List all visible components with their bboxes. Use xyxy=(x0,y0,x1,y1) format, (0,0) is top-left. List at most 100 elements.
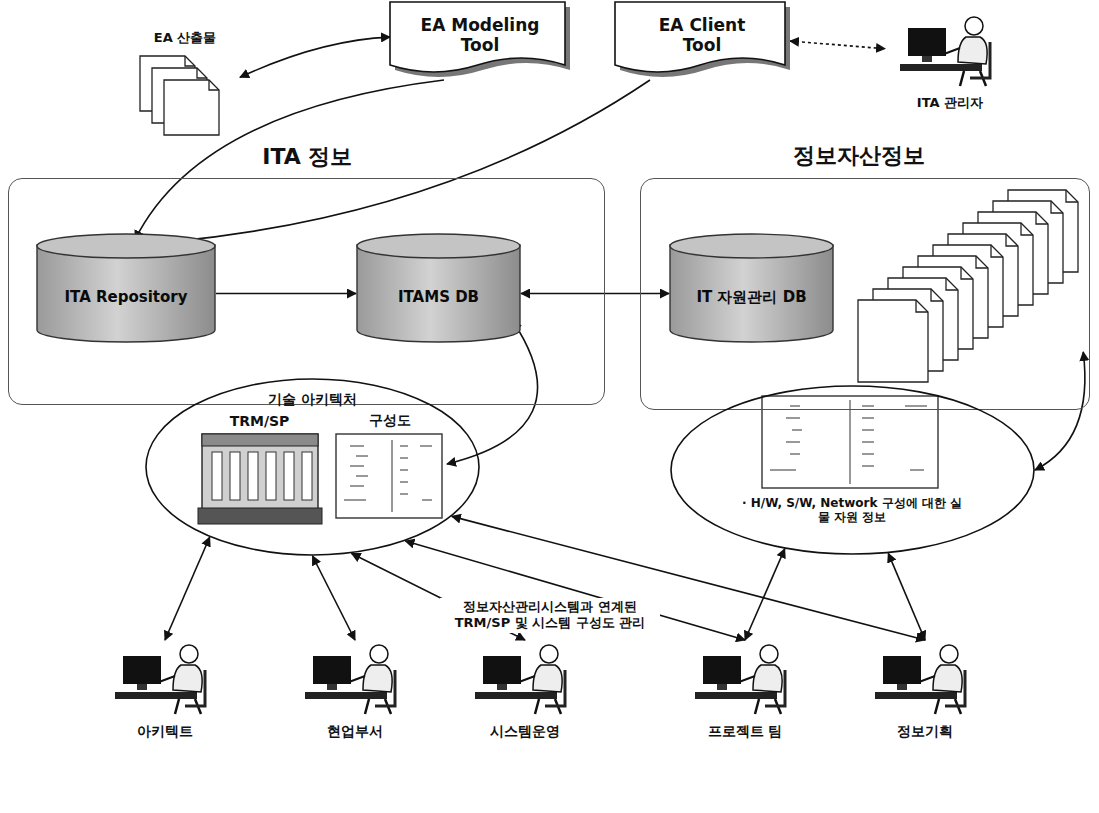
database-cylinder: IT 자원관리 DB xyxy=(669,233,834,343)
connector xyxy=(313,556,356,640)
connector xyxy=(216,293,356,295)
node-label: ITA 정보 xyxy=(207,141,407,173)
shape-part xyxy=(970,42,990,78)
person-figure xyxy=(475,645,565,714)
node-label: · H/W, S/W, Network 구성에 대한 실물 자원 정보 xyxy=(737,491,967,529)
shape-part xyxy=(540,645,558,663)
node-label: 프로젝트 팀 xyxy=(680,720,810,742)
node-label: ITA 관리자 xyxy=(885,92,1015,114)
shape-part xyxy=(37,234,215,258)
connector xyxy=(171,80,650,242)
shape-part xyxy=(390,2,565,72)
node-label: EA Modeling Tool xyxy=(420,10,540,60)
shape-part xyxy=(115,692,197,699)
tool-box: EA Client Tool xyxy=(615,2,790,80)
shape-part xyxy=(545,670,565,706)
shape-part xyxy=(765,670,785,706)
connector xyxy=(521,293,669,295)
shape-part xyxy=(519,676,535,682)
shape-part xyxy=(958,37,987,64)
note-label: 정보자산관리시스템과 연계된 TRM/SP 및 시스템 구성도 관리 xyxy=(440,598,660,633)
shape-part xyxy=(753,665,782,692)
shape-part xyxy=(897,684,907,690)
shape-part xyxy=(717,684,727,690)
node-label: EA 산출물 xyxy=(130,26,240,50)
shape-part xyxy=(375,670,395,706)
shape-part xyxy=(475,692,557,699)
node-label: TRM/SP xyxy=(202,410,317,432)
person-icon: 시스템운영 xyxy=(460,640,590,745)
shape-part xyxy=(159,676,175,682)
connector xyxy=(240,37,390,77)
connector xyxy=(135,80,444,240)
node-label: ITAMS DB xyxy=(366,267,511,327)
ellipse-group: · H/W, S/W, Network 구성에 대한 실물 자원 정보 xyxy=(670,385,1035,555)
shape-part xyxy=(919,676,935,682)
person-figure xyxy=(695,645,785,714)
shape-part xyxy=(900,64,982,71)
ellipse-group: 기술 아키텍처TRM/SP구성도 xyxy=(145,378,480,556)
connector xyxy=(447,321,538,464)
shape-part xyxy=(533,665,562,692)
shape-part xyxy=(739,676,755,682)
shape-part xyxy=(670,245,833,342)
database-cylinder: ITAMS DB xyxy=(356,233,521,343)
shape-part xyxy=(313,656,351,684)
node-label: 정보기획 xyxy=(860,720,990,742)
node-label: 아키텍트 xyxy=(100,720,230,742)
shape-part xyxy=(146,379,479,555)
shape-part xyxy=(497,684,507,690)
illustration-box: 구성도 xyxy=(332,408,447,520)
shape-part xyxy=(965,17,983,35)
shape-part xyxy=(137,684,147,690)
shape-part xyxy=(349,676,365,682)
server-rack xyxy=(198,434,322,524)
shape-part xyxy=(875,692,957,699)
shape-part xyxy=(933,665,962,692)
illustration-box: TRM/SP xyxy=(192,410,327,528)
shape-part xyxy=(760,645,778,663)
shape-part xyxy=(883,656,921,684)
node-label: 현업부서 xyxy=(290,720,420,742)
person-figure xyxy=(115,645,205,714)
person-icon: 프로젝트 팀 xyxy=(680,640,810,745)
shape-part xyxy=(940,645,958,663)
shape-part xyxy=(671,386,1034,554)
shape-part xyxy=(173,665,202,692)
person-icon: 현업부서 xyxy=(290,640,420,745)
shape-part xyxy=(670,234,833,258)
document-stack xyxy=(858,190,1078,382)
connector xyxy=(790,41,885,49)
node-label: 시스템운영 xyxy=(460,720,590,742)
shape-part xyxy=(357,234,520,258)
shape-part xyxy=(327,684,337,690)
tool-box: EA Modeling Tool xyxy=(390,2,570,80)
person-figure xyxy=(305,645,395,714)
node-label: IT 자원관리 DB xyxy=(677,267,826,327)
person-icon: 정보기획 xyxy=(860,640,990,745)
shape-part xyxy=(944,48,960,54)
node-label: EA Client Tool xyxy=(642,10,762,60)
node-label: 정보자산정보 xyxy=(749,139,969,173)
node-label: ITA Repository xyxy=(46,267,206,327)
shape-part xyxy=(695,692,777,699)
connector xyxy=(888,553,925,640)
shape-part xyxy=(357,245,520,342)
shape-part xyxy=(615,2,785,72)
shape-part xyxy=(363,665,392,692)
person-figure xyxy=(900,17,990,86)
configuration-chart xyxy=(336,434,442,518)
shape-part xyxy=(185,670,205,706)
connector xyxy=(165,537,210,640)
shape-part xyxy=(945,670,965,706)
shape-part xyxy=(305,692,387,699)
region-box: ITA 정보ITA RepositoryITAMS DB xyxy=(8,178,605,405)
person-icon: 아키텍트 xyxy=(100,640,230,745)
shape-part xyxy=(370,645,388,663)
shape-part xyxy=(908,28,946,56)
shape-part xyxy=(180,645,198,663)
node-label: 구성도 xyxy=(332,408,447,432)
shape-part xyxy=(922,56,932,62)
database-cylinder: ITA Repository xyxy=(36,233,216,343)
